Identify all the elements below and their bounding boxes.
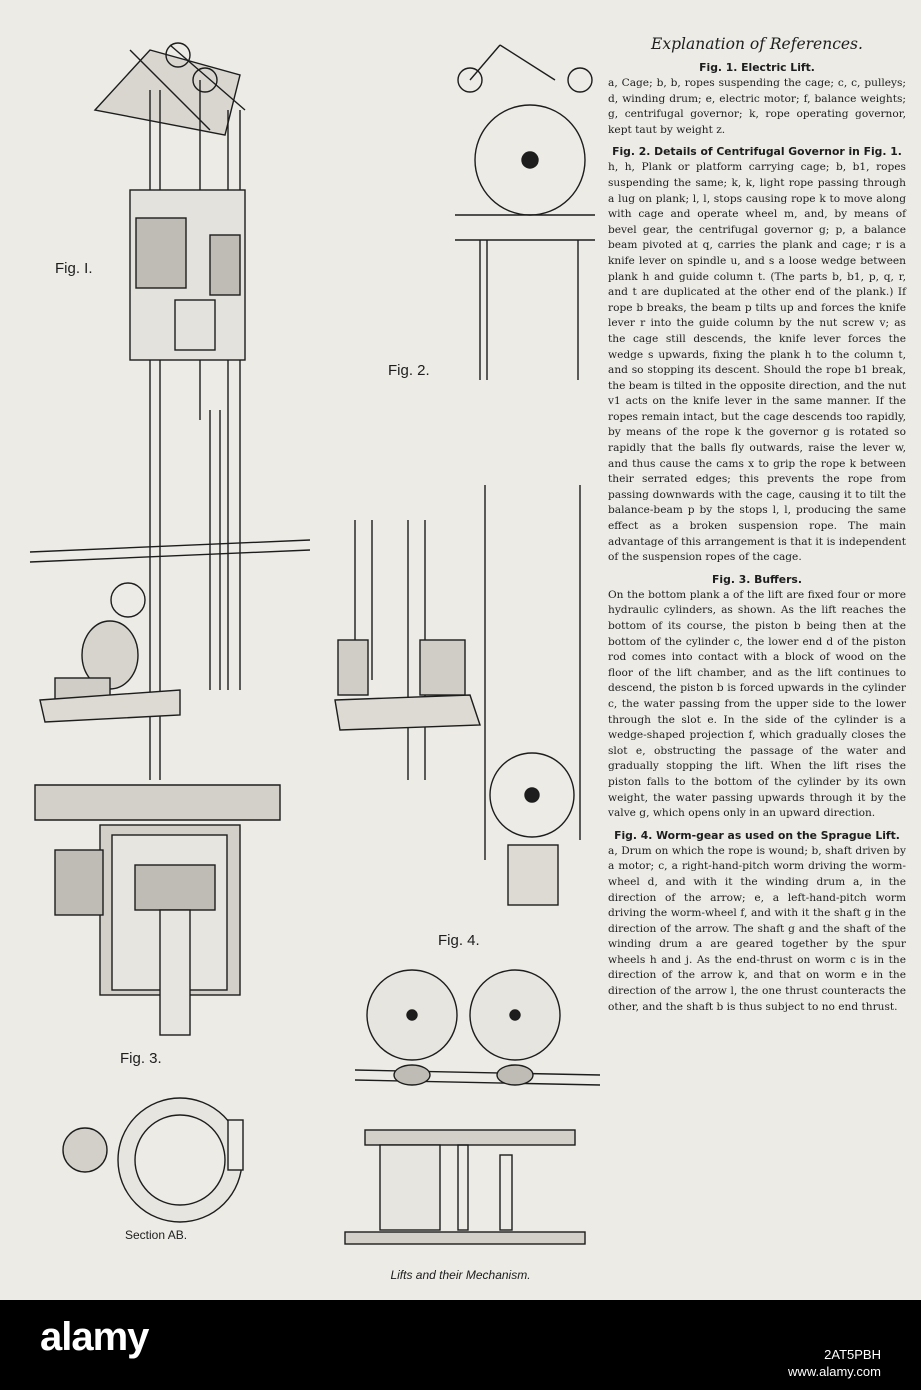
- section-heading-fig1: Fig. 1. Electric Lift.: [699, 61, 815, 74]
- page-caption: Lifts and their Mechanism.: [390, 1268, 531, 1282]
- fig2-safety-gear-drawing: [334, 485, 581, 906]
- fig4-label: Fig. 4.: [438, 932, 480, 949]
- section-heading-fig2: Fig. 2. Details of Centrifugal Governor …: [612, 145, 902, 159]
- explanation-title: Explanation of References.: [651, 35, 863, 53]
- section-body-fig3: On the bottom plank a of the lift are fi…: [608, 588, 906, 820]
- section-body-fig4: a, Drum on which the rope is wound; b, s…: [608, 844, 906, 1013]
- book-page: Fig. I. Fig. 2. Fig. 3. Fig. 4. Section …: [0, 0, 921, 1300]
- fig2-label: Fig. 2.: [388, 362, 430, 379]
- section-body-fig1: a, Cage; b, b, ropes suspending the cage…: [608, 77, 906, 136]
- section-body-fig2: h, h, Plank or platform carrying cage; b…: [608, 161, 906, 564]
- fig3-buffer-drawing: [34, 784, 281, 1223]
- watermark-logo: alamy: [40, 1315, 149, 1359]
- mechanism-illustrations: [29, 42, 601, 1245]
- explanation-of-references: Explanation of References. Fig. 1. Elect…: [608, 34, 906, 1015]
- watermark-url: www.alamy.com: [788, 1364, 881, 1379]
- fig3-label: Fig. 3.: [120, 1050, 162, 1067]
- illustrations-area: [29, 42, 601, 1245]
- fig1-label: Fig. I.: [55, 260, 93, 277]
- stock-photo-footer: [0, 1300, 921, 1390]
- section-heading-fig3: Fig. 3. Buffers.: [712, 572, 802, 586]
- watermark-image-id: 2AT5PBH: [824, 1347, 881, 1362]
- section-ab-label: Section AB.: [125, 1228, 188, 1242]
- fig2-governor-drawing: [455, 44, 595, 380]
- fig4-worm-gear-drawing: [344, 969, 601, 1245]
- fig1-electric-lift-drawing: [29, 42, 311, 780]
- section-heading-fig4: Fig. 4. Worm-gear as used on the Sprague…: [614, 828, 900, 842]
- watermark-id-block: 2AT5PBH www.alamy.com: [788, 1346, 881, 1380]
